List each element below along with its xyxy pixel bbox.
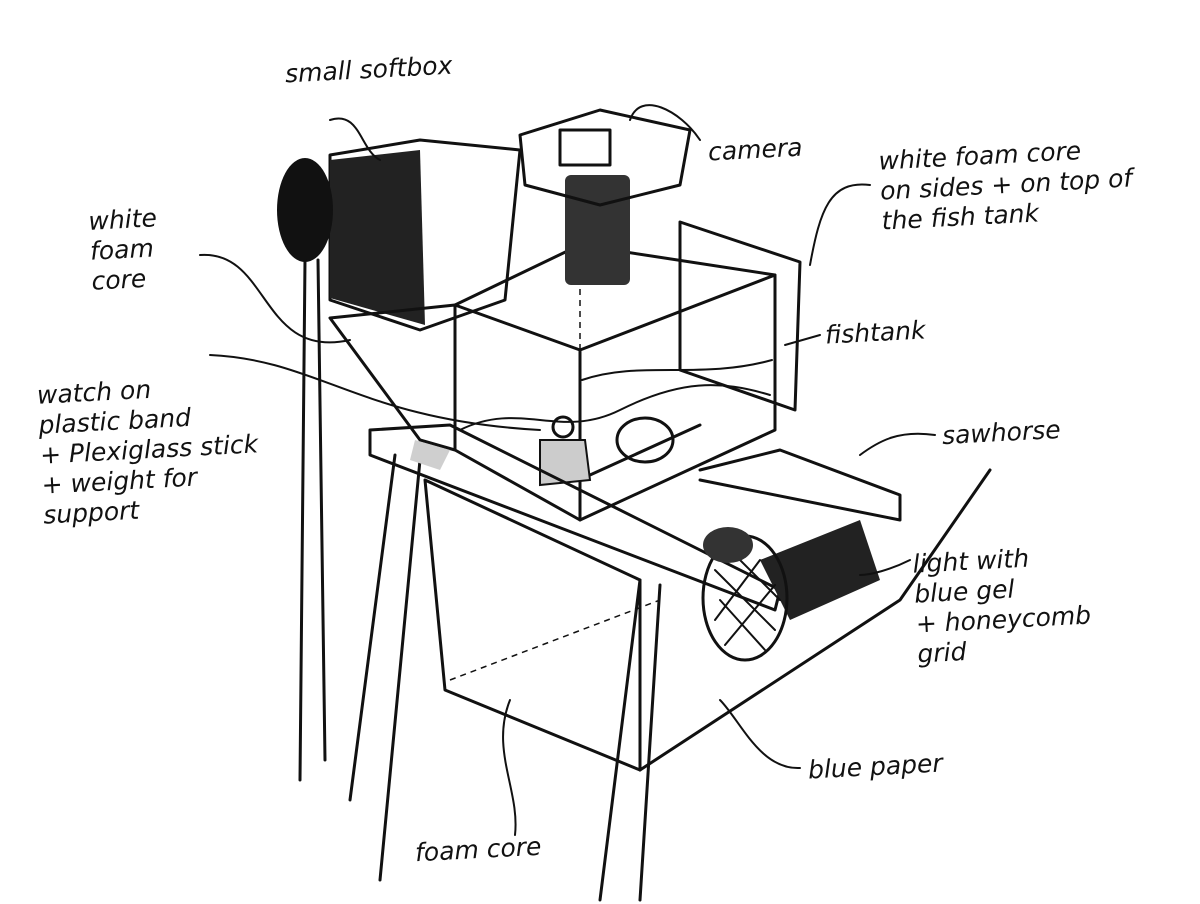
label-camera: camera [707, 132, 804, 167]
label-foam-top: white foam core on sides + on top of the… [877, 136, 1133, 236]
label-sawhorse: sawhorse [941, 414, 1062, 451]
watch [539, 415, 702, 487]
leader-lines [199, 104, 936, 836]
label-light: light with blue gel + honeycomb grid [911, 543, 1092, 669]
fishtank [453, 243, 777, 522]
softbox [277, 138, 522, 782]
camera [518, 108, 692, 285]
label-fishtank: fishtank [824, 315, 927, 350]
sawhorse [348, 423, 992, 902]
foam-core-right-panel [678, 220, 802, 412]
label-watch: watch on plastic band + Plexiglass stick… [36, 374, 259, 530]
light [701, 520, 880, 662]
label-foam-left: white foam core [87, 203, 158, 296]
